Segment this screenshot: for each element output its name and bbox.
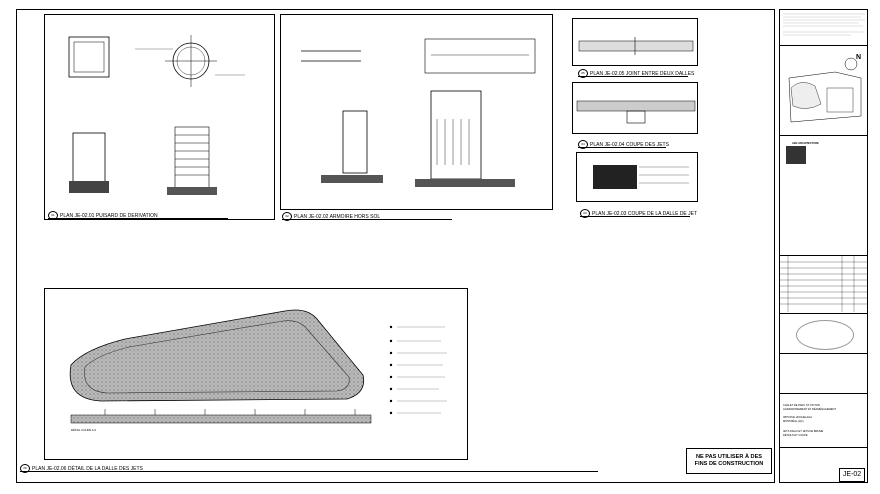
north-arrow-icon: N — [855, 54, 861, 61]
sheet-info-section: JE-02 — [780, 448, 867, 484]
detail-03-title: PLAN JE-02.03 COUPE DE LA DALLE DE JET — [592, 210, 698, 217]
project-subtitle: AGRANDISSEMENT ET RÉAMÉNAGEMENT — [783, 408, 836, 411]
blank-section — [780, 354, 867, 394]
sheet-number: JE-02 — [839, 468, 865, 482]
detail-02-panel — [280, 14, 553, 210]
drawing-title: JETS D'EAU ET JETS DE BRUME — [783, 430, 824, 433]
detail-03-panel — [576, 152, 698, 202]
firm-logo — [786, 146, 806, 164]
project-name: CHALET DE PARC ST-VICTOR — [783, 404, 820, 407]
warning-line-2: FINS DE CONSTRUCTION — [694, 461, 764, 467]
project-address: 3875 RUE HOCHELAGA — [783, 416, 812, 419]
construction-warning: NE PAS UTILISER À DES FINS DE CONSTRUCTI… — [686, 448, 772, 474]
detail-02-drawing — [301, 38, 536, 187]
detail-06-panel: DÉTAIL COUPE 1/4 — [44, 288, 468, 460]
project-section: CHALET DE PARC ST-VICTOR AGRANDISSEMENT … — [780, 394, 867, 448]
detail-06-drawing — [69, 309, 447, 424]
firm-section: ABC ARCHITECTURE — [780, 136, 867, 256]
project-city: MONTRÉAL (QC) — [783, 420, 804, 423]
detail-05-number: 05 — [578, 69, 588, 78]
detail-04-drawing — [576, 100, 696, 124]
detail-01-drawing — [68, 35, 245, 195]
detail-03-number: 03 — [580, 209, 590, 218]
key-plan-section: N — [780, 46, 867, 136]
notes-section — [780, 10, 867, 46]
detail-01-number: 01 — [48, 211, 58, 220]
detail-06-title: PLAN JE-02.06 DÉTAIL DE LA DALLE DES JET… — [32, 465, 143, 472]
detail-01-title: PLAN JE-02.01 PUISARD DE DERIVATION — [60, 212, 158, 219]
detail-04-title: PLAN JE-02.04 COUPE DES JETS — [590, 141, 669, 148]
detail-01-panel — [44, 14, 275, 220]
detail-02-number: 02 — [282, 212, 292, 221]
detail-02-title: PLAN JE-02.02 ARMOIRE HORS SOL — [294, 213, 381, 220]
detail-05-drawing — [578, 37, 694, 55]
detail-05-panel — [572, 18, 698, 66]
firm-name: ABC ARCHITECTURE — [792, 142, 819, 145]
drawing-subtitle: DÉTAILS ET COUPE — [783, 434, 808, 437]
detail-03-drawing — [593, 165, 689, 189]
detail-04-panel — [572, 82, 698, 134]
professional-seal — [796, 320, 854, 350]
key-plan — [788, 57, 862, 123]
warning-line-1: NE PAS UTILISER À DES — [695, 454, 763, 460]
revision-table — [780, 256, 867, 314]
seal-section — [780, 314, 867, 354]
detail-06-number: 06 — [20, 464, 30, 473]
detail-05-title: PLAN JE-02.05 JOINT ENTRE DEUX DALLES — [590, 70, 695, 77]
coupe-label: DÉTAIL COUPE 1/4 — [71, 428, 96, 432]
title-block: N ABC ARCHITECTURE CHALET DE PARC ST-VIC… — [779, 9, 868, 483]
detail-04-number: 04 — [578, 140, 588, 149]
